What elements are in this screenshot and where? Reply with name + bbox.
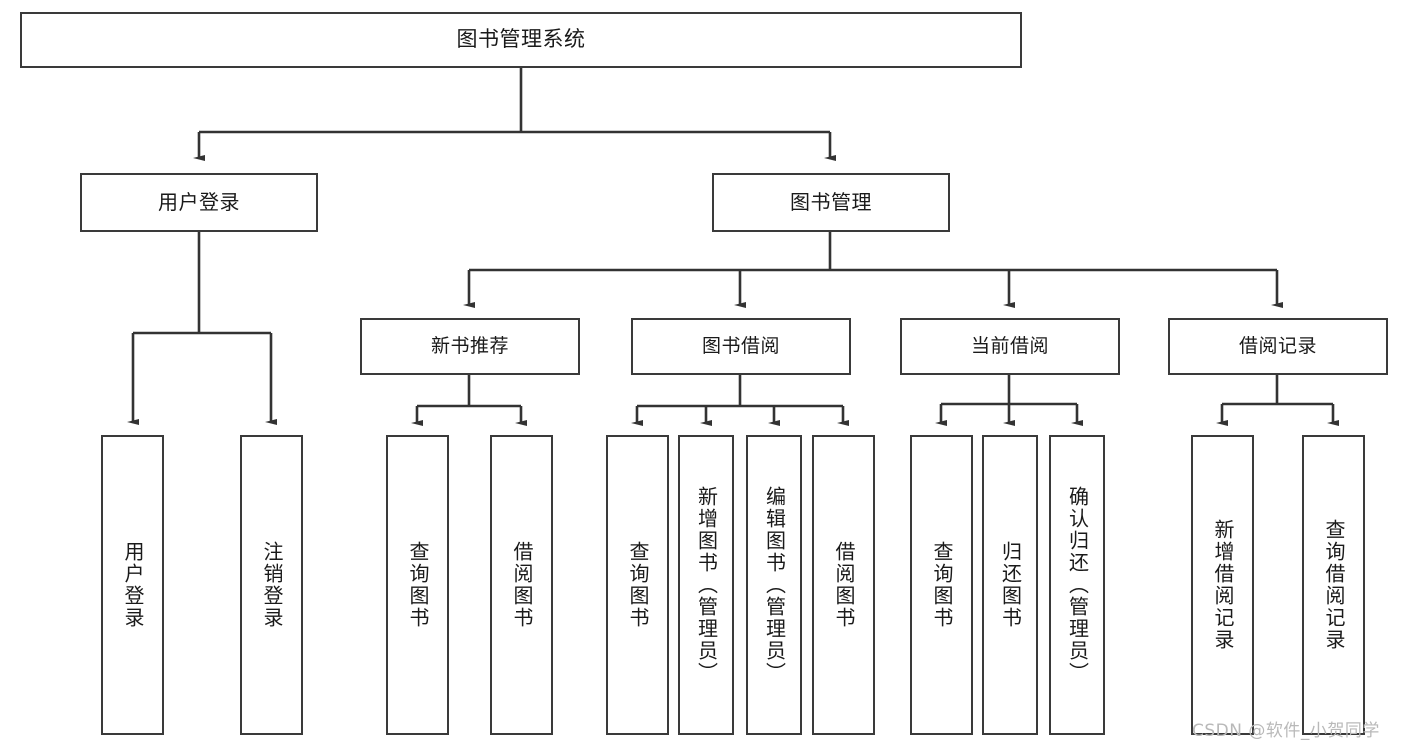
leaf-label: 新增借阅记录: [1211, 519, 1235, 651]
node-new-book-recommend-label: 新书推荐: [430, 334, 509, 357]
leaf-label: 注销登录: [260, 541, 284, 629]
node-root-label: 图书管理系统: [456, 27, 586, 52]
leaf-new-book-borrow[interactable]: 借阅图书: [490, 435, 553, 735]
node-book-borrow[interactable]: 图书借阅: [631, 318, 851, 375]
leaf-label: 查询图书: [406, 541, 430, 629]
leaf-label: 查询图书: [626, 541, 650, 629]
node-current-borrow-label: 当前借阅: [970, 334, 1049, 357]
leaf-current-query-book[interactable]: 查询图书: [910, 435, 973, 735]
node-current-borrow[interactable]: 当前借阅: [900, 318, 1120, 375]
leaf-label: 借阅图书: [510, 541, 534, 629]
leaf-borrow-add-book-admin[interactable]: 新增图书（管理员）: [678, 435, 734, 735]
leaf-label: 用户登录: [121, 541, 145, 629]
node-root[interactable]: 图书管理系统: [20, 12, 1022, 68]
node-borrow-record-label: 借阅记录: [1238, 334, 1317, 357]
leaf-borrow-query-book[interactable]: 查询图书: [606, 435, 669, 735]
leaf-label: 归还图书: [998, 541, 1023, 629]
leaf-record-add-record[interactable]: 新增借阅记录: [1191, 435, 1254, 735]
csdn-watermark: CSDN @软件_小贺同学: [1192, 721, 1380, 741]
leaf-label: 查询借阅记录: [1322, 519, 1346, 651]
node-user-login[interactable]: 用户登录: [80, 173, 318, 232]
node-new-book-recommend[interactable]: 新书推荐: [360, 318, 580, 375]
leaf-label: 查询图书: [930, 541, 954, 629]
node-book-management[interactable]: 图书管理: [712, 173, 950, 232]
leaf-user-login-login[interactable]: 用户登录: [101, 435, 164, 735]
leaf-label: 新增图书（管理员）: [694, 486, 719, 684]
node-book-management-label: 图书管理: [790, 190, 872, 215]
leaf-label: 借阅图书: [832, 541, 856, 629]
leaf-borrow-edit-book-admin[interactable]: 编辑图书（管理员）: [746, 435, 802, 735]
leaf-borrow-borrow-book[interactable]: 借阅图书: [812, 435, 875, 735]
leaf-user-login-logout[interactable]: 注销登录: [240, 435, 303, 735]
leaf-record-query-record[interactable]: 查询借阅记录: [1302, 435, 1365, 735]
leaf-new-book-query[interactable]: 查询图书: [386, 435, 449, 735]
node-book-borrow-label: 图书借阅: [701, 334, 780, 357]
leaf-label: 确认归还（管理员）: [1065, 486, 1090, 684]
node-user-login-label: 用户登录: [158, 190, 240, 215]
leaf-current-confirm-return-admin[interactable]: 确认归还（管理员）: [1049, 435, 1105, 735]
leaf-label: 编辑图书（管理员）: [762, 486, 787, 684]
node-borrow-record[interactable]: 借阅记录: [1168, 318, 1388, 375]
leaf-current-return-book[interactable]: 归还图书: [982, 435, 1038, 735]
